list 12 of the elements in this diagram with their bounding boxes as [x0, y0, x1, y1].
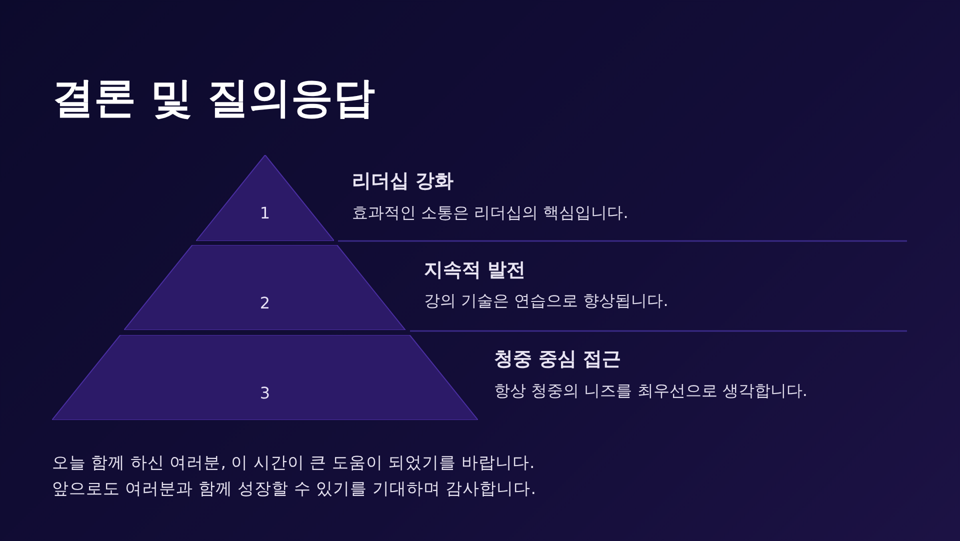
tier-number: 1: [260, 204, 270, 223]
tier-number: 2: [260, 293, 270, 312]
tier-description: 강의 기술은 연습으로 향상됩니다.: [424, 291, 668, 312]
slide-title: 결론 및 질의응답: [52, 72, 376, 124]
tier-description: 효과적인 소통은 리더십의 핵심입니다.: [352, 203, 628, 224]
tier-heading: 리더십 강화: [352, 169, 454, 194]
tier-heading: 지속적 발전: [424, 258, 526, 283]
tier-number: 3: [260, 383, 270, 402]
closing-text: 앞으로도 여러분과 함께 성장할 수 있기를 기대하며 감사합니다.: [52, 478, 536, 500]
tier-heading: 청중 중심 접근: [494, 347, 622, 372]
closing-text: 오늘 함께 하신 여러분, 이 시간이 큰 도움이 되었기를 바랍니다.: [52, 452, 535, 474]
tier-description: 항상 청중의 니즈를 최우선으로 생각합니다.: [494, 381, 808, 402]
